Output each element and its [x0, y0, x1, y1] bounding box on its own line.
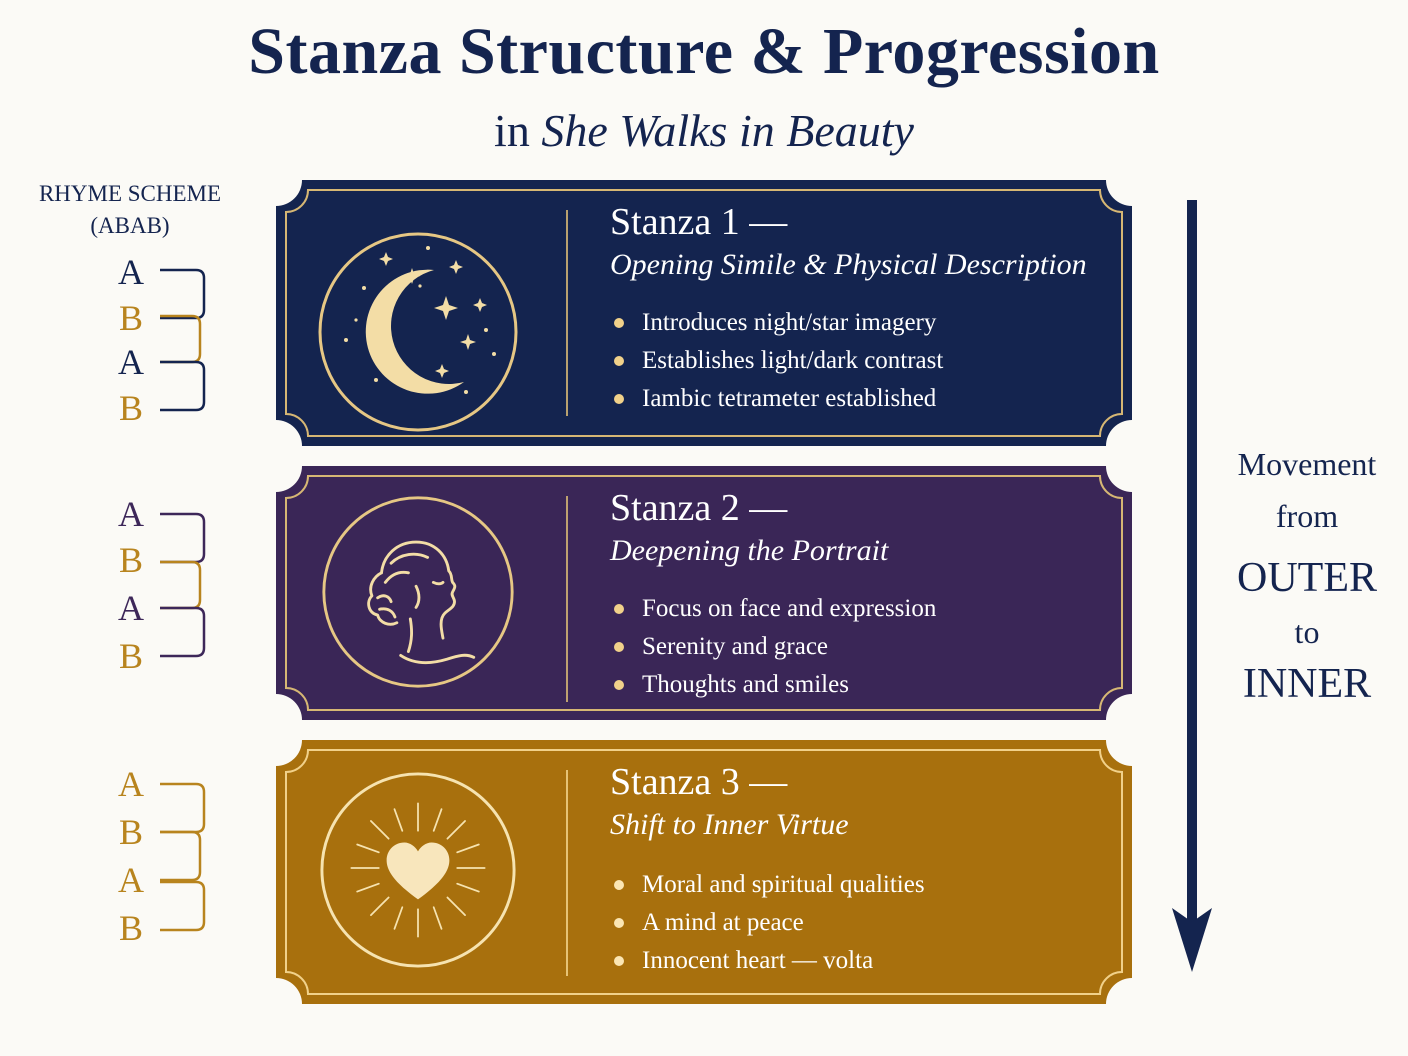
- bullet-item: Moral and spiritual qualities: [610, 866, 925, 904]
- rhyme-letter: B: [118, 636, 143, 676]
- bullet-item: Establishes light/dark contrast: [610, 342, 943, 380]
- rhyme-letter: A: [118, 860, 144, 900]
- rhyme-group-1: A B A B: [108, 250, 218, 428]
- bullet-text: A mind at peace: [642, 909, 804, 936]
- stanza-bullets: Focus on face and expression Serenity an…: [610, 590, 936, 704]
- bullet-dot-icon: [614, 880, 624, 890]
- rhyme-group-2: A B A B: [108, 494, 218, 676]
- rhyme-letter: B: [118, 298, 143, 338]
- stanza-bullets: Moral and spiritual qualities A mind at …: [610, 866, 925, 980]
- card-divider: [566, 770, 568, 976]
- rhyme-scheme-heading: RHYME SCHEME (ABAB): [30, 178, 230, 242]
- stanza-title: Stanza 1 —: [610, 201, 788, 243]
- rhyme-letter: B: [118, 540, 143, 580]
- rhyme-bracket-icon: [160, 782, 206, 932]
- rhyme-group-3: A B A B: [108, 764, 218, 948]
- bullet-dot-icon: [614, 356, 624, 366]
- rhyme-scheme-heading-line2: (ABAB): [90, 213, 170, 238]
- card-divider: [566, 496, 568, 702]
- stanza-subtitle: Shift to Inner Virtue: [610, 808, 849, 841]
- bullet-text: Serenity and grace: [642, 633, 829, 660]
- card-divider: [566, 210, 568, 416]
- bullet-item: Iambic tetrameter established: [610, 380, 943, 418]
- stanza-card-2: Stanza 2 — Deepening the Portrait Focus …: [276, 466, 1132, 720]
- crescent-moon-stars-icon: [318, 232, 518, 432]
- bullet-item: Introduces night/star imagery: [610, 304, 943, 342]
- bullet-item: Innocent heart — volta: [610, 942, 925, 980]
- stanza-subtitle: Opening Simile & Physical Description: [610, 248, 1087, 281]
- bullet-text: Iambic tetrameter established: [642, 385, 937, 412]
- stanza-card-1: Stanza 1 — Opening Simile & Physical Des…: [276, 180, 1132, 446]
- bullet-dot-icon: [614, 680, 624, 690]
- rhyme-letter: A: [118, 494, 144, 534]
- bullet-text: Establishes light/dark contrast: [642, 347, 944, 374]
- arrow-down-icon: [1172, 200, 1212, 972]
- stanza-card-3: Stanza 3 — Shift to Inner Virtue Moral a…: [276, 740, 1132, 1004]
- stanza-title: Stanza 3 —: [610, 761, 788, 803]
- stanza-title: Stanza 2 —: [610, 487, 788, 529]
- woman-profile-icon: [322, 496, 514, 688]
- flow-label-to: to: [1294, 614, 1320, 650]
- diagram-title: Stanza Structure & Progression: [248, 15, 1160, 88]
- rhyme-letter: A: [118, 342, 144, 382]
- rhyme-bracket-icon: [160, 512, 206, 658]
- subtitle-prefix: in: [494, 105, 530, 156]
- bullet-text: Moral and spiritual qualities: [642, 871, 925, 898]
- bullet-dot-icon: [614, 918, 624, 928]
- rhyme-letter: A: [118, 252, 144, 292]
- rhyme-letter: B: [118, 812, 143, 852]
- poem-title: She Walks in Beauty: [541, 105, 914, 156]
- bullet-dot-icon: [614, 394, 624, 404]
- bullet-item: A mind at peace: [610, 904, 925, 942]
- diagram-subtitle: in She Walks in Beauty: [0, 104, 1408, 157]
- flow-label-outer: OUTER: [1237, 555, 1377, 601]
- flow-label-movement: Movement: [1237, 446, 1377, 482]
- bullet-dot-icon: [614, 956, 624, 966]
- ticket-frame: [276, 180, 1132, 446]
- bullet-dot-icon: [614, 318, 624, 328]
- rhyme-letter: A: [118, 764, 144, 804]
- bullet-dot-icon: [614, 604, 624, 614]
- stanza-subtitle: Deepening the Portrait: [610, 534, 889, 567]
- rhyme-bracket-icon: [160, 268, 206, 412]
- bullet-item: Serenity and grace: [610, 628, 936, 666]
- bullet-item: Thoughts and smiles: [610, 666, 936, 704]
- rhyme-scheme-heading-line1: RHYME SCHEME: [38, 181, 222, 206]
- rhyme-letter: A: [118, 588, 144, 628]
- stanza-bullets: Introduces night/star imagery Establishe…: [610, 304, 943, 418]
- radiant-heart-icon: [320, 772, 516, 968]
- bullet-text: Innocent heart — volta: [642, 947, 874, 974]
- bullet-item: Focus on face and expression: [610, 590, 936, 628]
- bullet-text: Introduces night/star imagery: [642, 309, 937, 336]
- bullet-text: Focus on face and expression: [642, 595, 937, 622]
- rhyme-letter: B: [118, 908, 143, 948]
- bullet-dot-icon: [614, 642, 624, 652]
- flow-label-inner: INNER: [1242, 661, 1372, 707]
- progression-arrow: [1166, 196, 1226, 976]
- rhyme-letter: B: [118, 388, 143, 428]
- flow-label-from: from: [1275, 498, 1339, 534]
- bullet-text: Thoughts and smiles: [642, 671, 849, 698]
